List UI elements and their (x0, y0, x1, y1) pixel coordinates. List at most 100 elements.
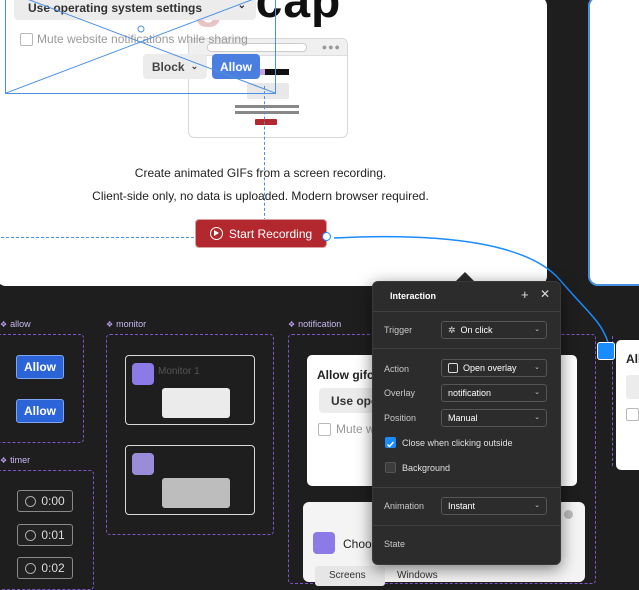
click-icon: ✲ (448, 324, 456, 335)
component-icon: ❖ (106, 319, 114, 329)
chevron-down-icon: ⌄ (534, 326, 540, 333)
mock-line-2 (235, 111, 299, 114)
animation-label: Animation (384, 501, 425, 511)
divider (373, 348, 560, 349)
background-checkbox[interactable] (385, 462, 396, 473)
overlay-label: Overlay (384, 388, 416, 398)
monitor-icon (132, 363, 154, 385)
prototype-target-icon[interactable] (597, 342, 615, 360)
clock-icon (25, 529, 37, 541)
allow-button[interactable]: Allow (212, 54, 260, 79)
os-settings-label: Use operating system settings (28, 1, 203, 15)
mute-label: Mute website notifications while sharing (37, 32, 248, 46)
close-outside-checkbox[interactable] (385, 437, 396, 448)
background-label: Background (402, 463, 451, 473)
mute-checkbox[interactable] (20, 33, 33, 46)
timer-variant-2[interactable]: 0:01 (17, 524, 73, 546)
prototype-frame-main[interactable]: gifcap ●●● Use operating system settings… (0, 0, 547, 286)
monitor-variant-2[interactable] (125, 445, 255, 515)
frame-label-monitor[interactable]: ❖monitor (106, 319, 146, 329)
block-label: Block (151, 59, 185, 74)
frame-timer-label: timer (10, 455, 31, 465)
overlay-icon (448, 363, 458, 373)
chevron-down-icon: ⌄ (190, 61, 199, 71)
timer-variant-3[interactable]: 0:02 (17, 557, 73, 579)
start-recording-label: Start Recording (228, 226, 313, 241)
placeholder-cross-icon (6, 0, 275, 93)
frame-monitor[interactable]: Monitor 1 (106, 334, 274, 535)
component-icon: ❖ (0, 319, 8, 329)
animation-select[interactable]: Instant ⌄ (441, 497, 547, 515)
tab-windows[interactable]: Windows (389, 566, 459, 586)
action-select[interactable]: Open overlay ⌄ (441, 359, 547, 377)
clock-icon (25, 562, 37, 574)
dots-icon: ●●● (321, 42, 341, 52)
partial-checkbox (626, 408, 639, 421)
monitor-preview (162, 388, 230, 418)
frame-notification-label: notification (298, 319, 342, 329)
interaction-panel: Interaction + ✕ Trigger ✲ On click ⌄ Act… (372, 281, 561, 565)
close-dot-icon[interactable] (564, 510, 573, 519)
monitor-preview-selected (162, 478, 230, 508)
state-label: State (384, 539, 406, 549)
tab-screens[interactable]: Screens (315, 566, 385, 586)
record-play-icon (209, 227, 223, 240)
animation-value: Instant (448, 501, 476, 511)
frame-label-notification[interactable]: ❖notification (288, 319, 341, 329)
monitor-icon (132, 453, 154, 475)
frame-label-allow[interactable]: ❖allow (0, 319, 31, 329)
frame-allow-label: allow (10, 319, 31, 329)
description-line-1: Create animated GIFs from a screen recor… (134, 166, 387, 180)
trigger-label: Trigger (384, 325, 413, 335)
panel-caret (456, 272, 474, 281)
clock-icon (25, 495, 37, 507)
frame-label-timer[interactable]: ❖timer (0, 455, 30, 465)
panel-title: Interaction (390, 291, 437, 301)
frame-timer[interactable]: 0:00 0:01 0:02 (0, 470, 94, 590)
component-icon: ❖ (0, 455, 8, 465)
divider (373, 487, 560, 488)
start-recording-button[interactable]: Start Recording (195, 219, 327, 248)
chevron-down-icon: ⌄ (534, 414, 540, 421)
monitor-variant-1[interactable]: Monitor 1 (125, 355, 255, 425)
chevron-down-icon: ⌄ (534, 389, 540, 396)
timer-value-2: 0:01 (41, 528, 65, 542)
chevron-down-icon: ⌄ (534, 502, 540, 509)
block-button[interactable]: Block ⌄ (143, 54, 207, 79)
mock-block (247, 83, 289, 99)
connection-handle[interactable] (322, 232, 331, 241)
add-icon[interactable]: + (521, 287, 529, 302)
guide-line-horizontal (0, 237, 199, 238)
overlay-value: notification (448, 388, 492, 398)
description-line-2: Client-side only, no data is uploaded. M… (92, 189, 429, 203)
timer-variant-1[interactable]: 0:00 (17, 490, 73, 512)
allow-variant-2[interactable]: Allow (16, 399, 64, 423)
frame-monitor-label: monitor (116, 319, 147, 329)
position-select[interactable]: Manual ⌄ (441, 409, 547, 427)
os-settings-select[interactable]: Use operating system settings ⌄ (14, 0, 256, 20)
prototype-connection-arrow (333, 235, 609, 343)
overlay-select[interactable]: notification ⌄ (441, 384, 547, 402)
close-icon[interactable]: ✕ (540, 287, 551, 301)
divider (373, 311, 560, 312)
allow-variant-1[interactable]: Allow (16, 355, 64, 379)
prototype-frame-right[interactable] (588, 0, 639, 286)
image-placeholder-selection[interactable] (5, 0, 276, 94)
divider (373, 525, 560, 526)
timer-value-3: 0:02 (41, 561, 65, 575)
mock-line-1 (235, 105, 299, 108)
trigger-value: On click (460, 325, 493, 335)
timer-value-1: 0:00 (41, 494, 65, 508)
notification-title: Allow gifcap (317, 368, 388, 382)
browser-mockup: ●●● (188, 38, 348, 138)
browser-toolbar: ●●● (189, 39, 347, 56)
frame-allow[interactable]: Allow Allow (0, 334, 84, 443)
monitor-card-title: Monitor 1 (158, 366, 200, 377)
check-icon (387, 441, 395, 448)
notification-mute-checkbox[interactable] (318, 423, 331, 436)
guide-line-vertical (264, 86, 265, 221)
trigger-select[interactable]: ✲ On click ⌄ (441, 321, 547, 339)
frame-edge-right (612, 336, 614, 466)
allow-dialog-card-partial[interactable]: Allo (616, 340, 639, 470)
address-bar (207, 43, 307, 52)
